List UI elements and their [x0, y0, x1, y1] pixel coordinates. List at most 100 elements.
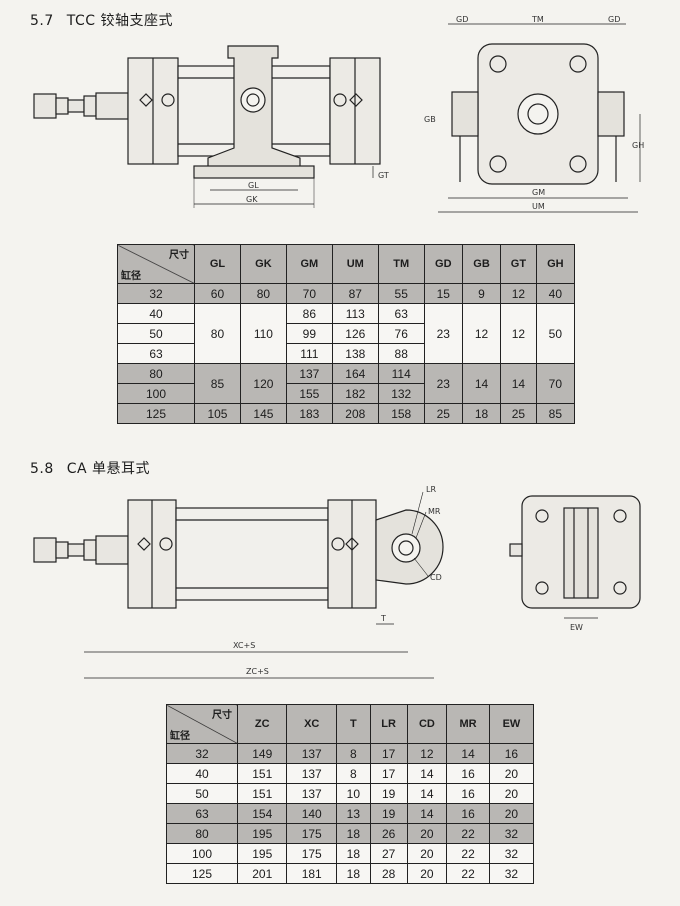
cell: 14 [500, 363, 537, 404]
cell: 32 [488, 843, 535, 864]
um-label: UM [532, 202, 545, 211]
cd-label: CD [430, 573, 442, 582]
zcs-label: ZC+S [246, 667, 269, 676]
cell: 40 [535, 283, 576, 304]
cell: 155 [285, 383, 333, 404]
cell: 16 [488, 743, 535, 764]
cell: 55 [377, 283, 425, 304]
section-number: 5.8 [30, 461, 54, 477]
cell: 85 [194, 363, 241, 404]
section-5-7-heading: 5.7 TCC 铰轴支座式 [30, 10, 173, 30]
gk-label: GK [246, 195, 258, 204]
cell-bore: 50 [117, 323, 195, 344]
cell: 111 [285, 343, 333, 364]
header-gb: GB [461, 244, 502, 284]
cell: 181 [286, 863, 337, 884]
cell: 175 [286, 823, 337, 844]
cell: 14 [461, 363, 502, 404]
header-cd: CD [406, 704, 448, 744]
cell-bore: 125 [117, 403, 195, 424]
cell-bore: 40 [166, 763, 238, 784]
cell: 195 [236, 823, 288, 844]
section-title: TCC 铰轴支座式 [66, 13, 173, 29]
header-ew: EW [488, 704, 535, 744]
cell: 23 [423, 363, 463, 404]
cell-bore: 100 [117, 383, 195, 404]
cell: 151 [236, 763, 288, 784]
cell: 26 [369, 823, 408, 844]
cell: 63 [377, 303, 425, 324]
cell: 70 [535, 363, 576, 404]
cell-bore: 32 [117, 283, 195, 304]
cell: 175 [286, 843, 337, 864]
cell: 16 [446, 763, 490, 784]
cell: 18 [335, 843, 371, 864]
cell: 18 [335, 823, 371, 844]
cell: 85 [535, 403, 576, 424]
cell: 140 [286, 803, 337, 824]
cell: 20 [406, 843, 448, 864]
cell: 137 [286, 743, 337, 764]
cell: 32 [488, 863, 535, 884]
tcc-side-view-drawing: GL GK GT [33, 45, 389, 208]
cell: 17 [369, 743, 408, 764]
cell: 80 [239, 283, 287, 304]
header-zc: ZC [236, 704, 288, 744]
section-title: CA 单悬耳式 [66, 461, 151, 477]
cell: 151 [236, 783, 288, 804]
header-tm: TM [377, 244, 425, 284]
cell: 137 [286, 783, 337, 804]
left-trunnion [451, 91, 479, 137]
cell-bore: 80 [117, 363, 195, 384]
cell: 70 [285, 283, 333, 304]
cell-bore: 32 [166, 743, 238, 764]
cell: 105 [194, 403, 241, 424]
cell: 16 [446, 783, 490, 804]
header-gd: GD [423, 244, 463, 284]
cell: 132 [377, 383, 425, 404]
cell-bore: 63 [166, 803, 238, 824]
cell: 12 [500, 283, 537, 304]
cell: 88 [377, 343, 425, 364]
section-5-8-heading: 5.8 CA 单悬耳式 [30, 458, 150, 478]
cell: 201 [236, 863, 288, 884]
cell: 12 [461, 303, 502, 364]
header-t: T [335, 704, 371, 744]
gd-left-label: GD [456, 15, 468, 24]
cell: 20 [406, 863, 448, 884]
cell-bore: 40 [117, 303, 195, 324]
cell: 154 [236, 803, 288, 824]
cell: 50 [535, 303, 576, 364]
cell: 28 [369, 863, 408, 884]
cell: 13 [335, 803, 371, 824]
cell: 137 [286, 763, 337, 784]
mr-label: MR [428, 507, 441, 516]
cell: 12 [406, 743, 448, 764]
table-row: 80 85 120 137 164 114 23 14 14 70 [117, 363, 576, 404]
cell: 20 [488, 763, 535, 784]
cell: 18 [335, 863, 371, 884]
cell: 22 [446, 823, 490, 844]
header-gk: GK [239, 244, 287, 284]
ca-side-view-drawing: LR MR CD T XC+S ZC+S [33, 485, 444, 679]
header-gh: GH [535, 244, 576, 284]
cell: 195 [236, 843, 288, 864]
cell: 25 [500, 403, 537, 424]
header-lr: LR [369, 704, 408, 744]
tm-label: TM [531, 15, 544, 24]
cell: 182 [331, 383, 379, 404]
cylinder-tube [175, 507, 329, 601]
cell: 126 [331, 323, 379, 344]
table-row: 125 105 145 183 208 158 25 18 25 85 [117, 403, 576, 424]
cell: 32 [488, 823, 535, 844]
cell: 14 [406, 803, 448, 824]
cell: 14 [406, 783, 448, 804]
cell: 80 [194, 303, 241, 364]
cell: 10 [335, 783, 371, 804]
